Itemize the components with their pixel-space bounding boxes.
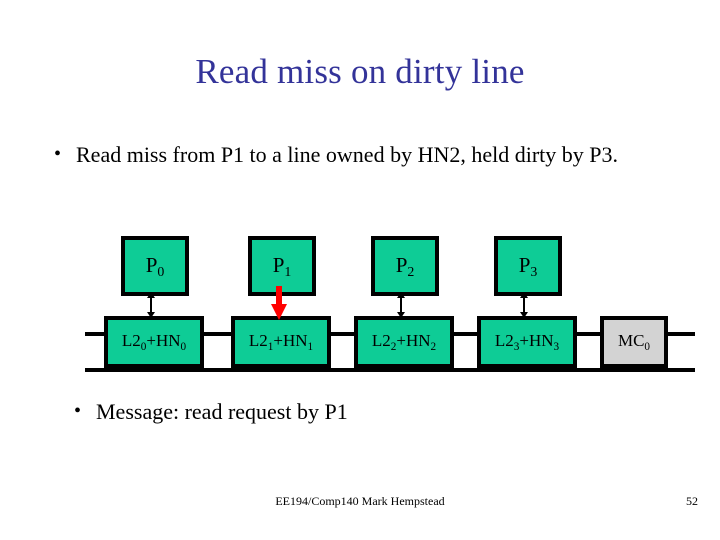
footer-attribution: EE194/Comp140 Mark Hempstead bbox=[275, 494, 445, 508]
bullet-marker-icon: • bbox=[54, 143, 62, 165]
memory-controller-label: MC0 bbox=[617, 331, 651, 353]
processor-label-p2: P2 bbox=[395, 252, 415, 279]
connector-arrow-p0 bbox=[147, 292, 155, 318]
system-diagram: P0 L20+HN0 P1 L21+HN1 P2 bbox=[0, 228, 720, 378]
cache-box-l2-hn-0[interactable]: L20+HN0 bbox=[104, 316, 204, 368]
node-column-2: P2 L22+HN2 bbox=[354, 228, 454, 378]
memory-controller-box-mc0[interactable]: MC0 bbox=[600, 316, 668, 368]
bullet-item-message: • Message: read request by P1 bbox=[74, 398, 594, 425]
bullet-item-premise: • Read miss from P1 to a line owned by H… bbox=[54, 141, 664, 168]
bus-line-bottom bbox=[85, 368, 695, 372]
processor-box-p0[interactable]: P0 bbox=[121, 236, 189, 296]
bullet-marker-icon-2: • bbox=[74, 400, 82, 422]
node-column-memory: MC0 bbox=[600, 228, 700, 378]
bullet-text-message: Message: read request by P1 bbox=[96, 399, 348, 424]
cache-box-l2-hn-3[interactable]: L23+HN3 bbox=[477, 316, 577, 368]
processor-box-p2[interactable]: P2 bbox=[371, 236, 439, 296]
cache-label-0: L20+HN0 bbox=[121, 331, 187, 353]
page-number: 52 bbox=[686, 494, 698, 508]
processor-label-p1: P1 bbox=[272, 252, 292, 279]
processor-box-p3[interactable]: P3 bbox=[494, 236, 562, 296]
cache-box-l2-hn-2[interactable]: L22+HN2 bbox=[354, 316, 454, 368]
cache-label-1: L21+HN1 bbox=[248, 331, 314, 353]
page-title: Read miss on dirty line bbox=[195, 52, 525, 91]
node-column-0: P0 L20+HN0 bbox=[104, 228, 204, 378]
cache-label-2: L22+HN2 bbox=[371, 331, 437, 353]
connector-arrow-p1-active bbox=[271, 286, 287, 320]
bullet-text-premise: Read miss from P1 to a line owned by HN2… bbox=[76, 142, 619, 167]
cache-box-l2-hn-1[interactable]: L21+HN1 bbox=[231, 316, 331, 368]
cache-label-3: L23+HN3 bbox=[494, 331, 560, 353]
processor-label-p3: P3 bbox=[518, 252, 538, 279]
processor-label-p0: P0 bbox=[145, 252, 165, 279]
node-column-3: P3 L23+HN3 bbox=[477, 228, 577, 378]
connector-arrow-p2 bbox=[397, 292, 405, 318]
node-column-1: P1 L21+HN1 bbox=[231, 228, 331, 378]
connector-arrow-p3 bbox=[520, 292, 528, 318]
